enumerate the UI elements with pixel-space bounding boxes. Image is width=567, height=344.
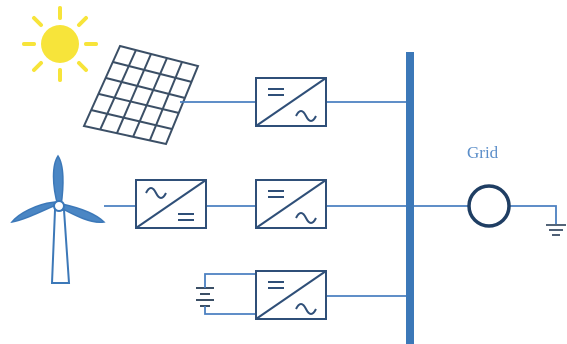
wind-turbine-icon — [10, 154, 106, 284]
grid-connection-circle — [467, 184, 511, 228]
dc-ac-converter-battery — [255, 270, 327, 320]
solar-panel-icon — [82, 44, 200, 146]
dc-ac-converter-wind — [255, 179, 327, 229]
battery-icon — [196, 287, 214, 307]
connection-lines — [104, 101, 557, 315]
sun-icon — [22, 6, 98, 82]
dc-bus-bar — [406, 52, 414, 344]
ground-icon — [546, 224, 566, 236]
ac-dc-converter-wind — [135, 179, 207, 229]
dc-ac-converter-solar — [255, 77, 327, 127]
grid-label: Grid — [467, 143, 499, 162]
